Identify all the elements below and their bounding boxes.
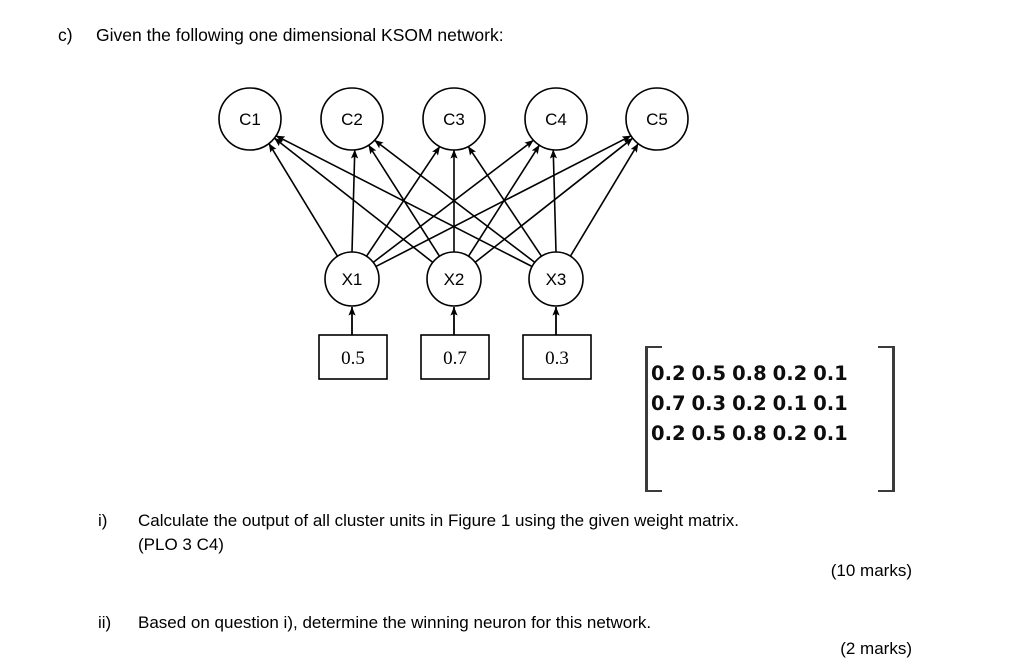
matrix-cell: 0.3 — [691, 392, 727, 415]
edge-x1-to-c3 — [365, 146, 441, 257]
node-circle — [426, 251, 482, 307]
node-circle — [320, 87, 384, 151]
matrix-cell: 0.8 — [732, 362, 767, 385]
input-node-x3: X3 — [528, 251, 584, 307]
question-item-ii: ii) Based on question i), determine the … — [98, 611, 978, 658]
question-i-line1: Calculate the output of all cluster unit… — [138, 511, 739, 530]
matrix-cell: 0.2 — [651, 422, 686, 445]
matrix-cell: 0.8 — [732, 422, 767, 445]
intro-text: Given the following one dimensional KSOM… — [96, 25, 504, 45]
matrix-cell: 0.1 — [813, 392, 848, 415]
matrix-cell: 0.5 — [691, 362, 727, 385]
input-value-text: 0.3 — [545, 348, 569, 369]
edge-x3-to-c5 — [569, 143, 639, 257]
matrix-cell: 0.2 — [732, 392, 767, 415]
node-label: C4 — [545, 110, 567, 129]
node-circle — [524, 87, 588, 151]
matrix-cell: 0.7 — [651, 392, 686, 415]
input-value-text: 0.7 — [443, 348, 467, 369]
edge-x2-to-c1 — [273, 137, 434, 263]
edge-x2-to-c2 — [367, 144, 441, 257]
cluster-node-c3: C3 — [422, 87, 486, 151]
network-edges — [268, 135, 639, 268]
edge-x1-to-c4 — [372, 139, 534, 263]
node-circle — [324, 251, 380, 307]
edge-x3-to-c3 — [467, 146, 543, 257]
input-node-x1: X1 — [324, 251, 380, 307]
cluster-node-c2: C2 — [320, 87, 384, 151]
input-value-text: 0.5 — [341, 348, 365, 369]
matrix-cell: 0.5 — [691, 422, 727, 445]
matrix-cell: 0.1 — [813, 362, 848, 385]
input-value-boxes: 0.5 0.7 0.3 — [318, 334, 592, 380]
matrix-cell: 0.1 — [772, 392, 808, 415]
input-value-box — [522, 334, 592, 380]
intro-line: c) Given the following one dimensional K… — [58, 23, 938, 47]
input-value-box — [420, 334, 490, 380]
edge-x3-to-c2 — [374, 139, 536, 263]
edge-x1-to-c1 — [268, 143, 339, 257]
node-circle — [218, 87, 282, 151]
edge-x1-to-c2 — [350, 149, 359, 253]
node-label: X2 — [444, 270, 465, 289]
question-i-marker: i) — [98, 511, 108, 530]
node-circle — [625, 87, 689, 151]
matrix-cell: 0.2 — [772, 422, 808, 445]
question-ii-marker: ii) — [98, 613, 112, 632]
matrix-cell: 0.2 — [772, 362, 808, 385]
input-value-box — [318, 334, 388, 380]
question-ii-marks: (2 marks) — [840, 639, 912, 658]
edge-x2-to-c5 — [474, 137, 634, 263]
node-circle — [422, 87, 486, 151]
edge-x1-to-c5 — [375, 135, 632, 268]
node-label: C1 — [239, 110, 261, 129]
node-label: X3 — [546, 270, 567, 289]
matrix-cell: 0.2 — [651, 362, 686, 385]
node-label: C2 — [341, 110, 363, 129]
node-label: C3 — [443, 110, 465, 129]
cluster-node-c1: C1 — [218, 87, 282, 151]
matrix-bracket-right — [878, 346, 895, 492]
edge-x3-to-c4 — [549, 149, 558, 253]
question-ii-line1: Based on question i), determine the winn… — [138, 613, 652, 632]
edge-x2-to-c4 — [467, 144, 541, 257]
input-feed-arrows — [348, 306, 560, 335]
question-i-marks: (10 marks) — [830, 561, 912, 580]
question-i-line2: (PLO 3 C4) — [138, 535, 224, 554]
intro-marker: c) — [58, 25, 73, 45]
node-label: X1 — [342, 270, 363, 289]
matrix-bracket-left — [645, 346, 662, 492]
cluster-node-c4: C4 — [524, 87, 588, 151]
node-circle — [528, 251, 584, 307]
question-item-i: i) Calculate the output of all cluster u… — [98, 509, 978, 580]
edge-x3-to-c1 — [275, 135, 533, 268]
cluster-node-c5: C5 — [625, 87, 689, 151]
node-label: C5 — [646, 110, 668, 129]
input-node-x2: X2 — [426, 251, 482, 307]
matrix-cell: 0.1 — [813, 422, 848, 445]
